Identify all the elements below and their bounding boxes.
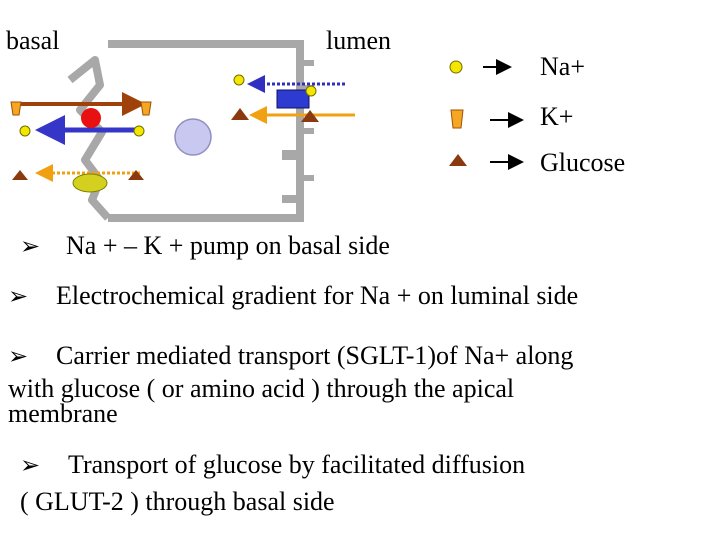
glucose-molecule — [128, 170, 144, 180]
bullet-paragraph: ➢ Carrier mediated transport (SGLT-1)of N… — [8, 337, 708, 432]
legend-sodium-symbol — [449, 60, 463, 74]
cell-transport-diagram — [10, 40, 524, 222]
bullet-arrow-icon: ➢ — [20, 234, 41, 260]
paragraph-line: Carrier mediated transport (SGLT-1)of Na… — [56, 341, 574, 370]
legend-potassium-label: K+ — [540, 102, 574, 131]
bullet-arrow-icon: ➢ — [8, 344, 29, 370]
bullet-arrow-icon: ➢ — [20, 453, 41, 479]
lumen-label: lumen — [326, 26, 391, 55]
paragraph-line: membrane — [8, 399, 118, 428]
glucose-molecule — [12, 170, 28, 180]
sodium-ion — [19, 125, 31, 137]
paragraph-line: with glucose ( or amino acid ) through t… — [8, 374, 515, 403]
bullet-paragraph: ➢ Transport of glucose by facilitated dif… — [20, 446, 720, 520]
bullet-text: Na + – K + pump on basal side — [66, 231, 390, 260]
na-k-pump — [81, 108, 101, 128]
legend-glucose-label: Glucose — [540, 148, 626, 177]
bullet-item: ➢ Electrochemical gradient for Na + on lu… — [8, 280, 578, 313]
sodium-ion — [233, 74, 245, 86]
nucleus — [174, 118, 212, 156]
sodium-ion — [305, 85, 317, 97]
glucose-molecule — [301, 110, 319, 122]
bullet-item: ➢ Na + – K + pump on basal side — [20, 230, 390, 263]
paragraph-line: Transport of glucose by facilitated diff… — [68, 450, 526, 479]
potassium-ion — [10, 101, 22, 116]
legend-potassium-symbol — [450, 109, 464, 129]
glut2-transporter — [72, 173, 108, 193]
legend — [449, 59, 524, 170]
bullet-arrow-icon: ➢ — [8, 284, 29, 310]
legend-glucose-symbol — [449, 154, 467, 166]
paragraph-line: ( GLUT-2 ) through basal side — [20, 487, 335, 516]
sodium-ion — [133, 125, 145, 137]
legend-sodium-label: Na+ — [540, 52, 585, 81]
potassium-ion — [140, 101, 152, 116]
glucose-molecule — [231, 108, 249, 120]
sglt1-transporter — [276, 89, 310, 109]
basal-label: basal — [6, 26, 60, 55]
bullet-text: Electrochemical gradient for Na + on lum… — [56, 281, 579, 310]
